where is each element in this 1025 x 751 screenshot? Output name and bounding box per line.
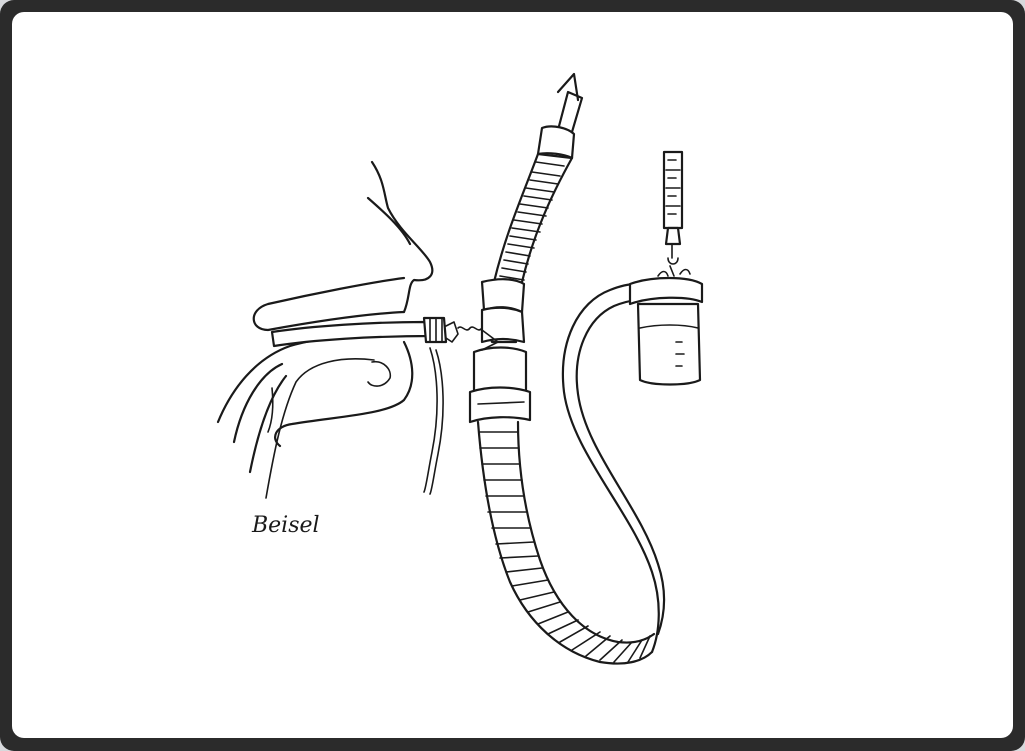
slide-canvas: Beisel	[12, 12, 1013, 738]
corrugated-tubing	[482, 74, 582, 342]
expiratory-tubing	[478, 422, 654, 664]
y-connector	[470, 308, 530, 422]
flowmeter	[664, 152, 682, 276]
endotracheal-tube	[272, 318, 482, 346]
ventilator-circuit-illustration: Beisel	[12, 12, 1013, 738]
artist-signature: Beisel	[251, 513, 320, 538]
humidifier-canister	[630, 270, 702, 385]
